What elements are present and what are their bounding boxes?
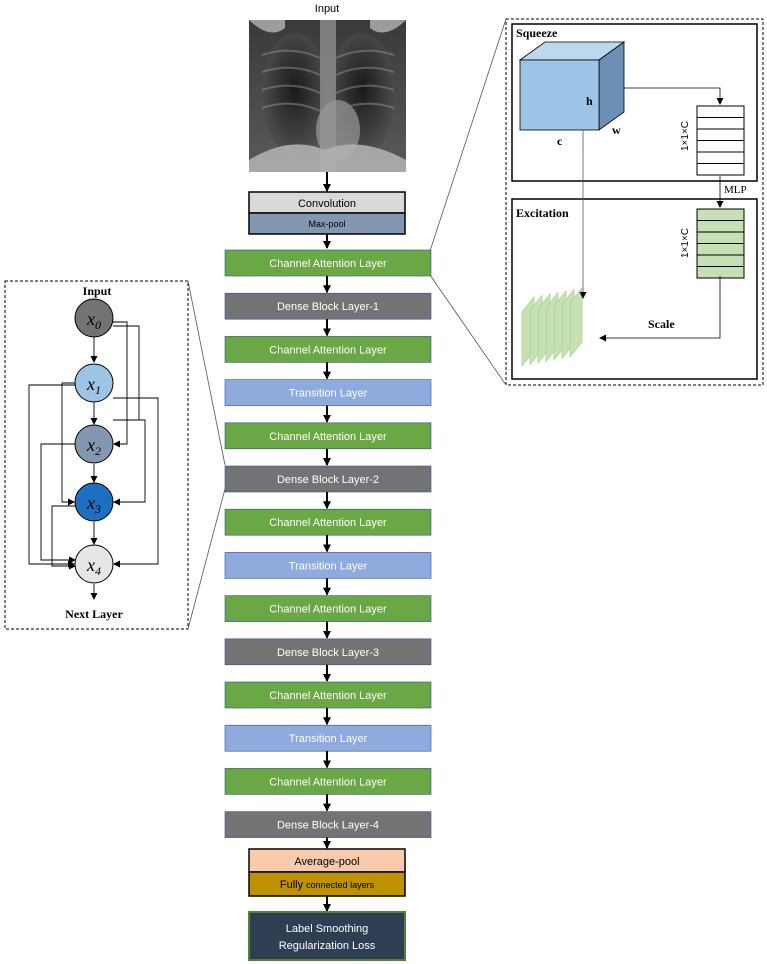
layer-label-6: Dense Block Layer-2 bbox=[277, 474, 379, 486]
input-label: Input bbox=[315, 3, 339, 15]
layer-label-11: Channel Attention Layer bbox=[269, 690, 387, 702]
layer-label-1: Channel Attention Layer bbox=[269, 258, 387, 270]
dense-node-x2: x2 bbox=[74, 424, 114, 464]
dense-input-label: Input bbox=[83, 284, 112, 298]
layer-label-7: Channel Attention Layer bbox=[269, 517, 387, 529]
layer-box-8 bbox=[224, 552, 432, 579]
scaled-feature-maps bbox=[521, 286, 583, 368]
squeeze-vector-cell-1 bbox=[696, 105, 745, 118]
layer-label-4: Transition Layer bbox=[289, 388, 368, 400]
dim-c: c bbox=[557, 134, 563, 148]
dense-detail-frame bbox=[4, 280, 189, 630]
dim-w: w bbox=[612, 123, 621, 137]
dense-zoom-line-top bbox=[187, 280, 226, 466]
attention-zoom-line-bottom bbox=[429, 274, 507, 386]
loss-label-line1: Label Smoothing bbox=[286, 923, 369, 935]
xray-image bbox=[249, 20, 406, 172]
dense-node-x3: x3 bbox=[74, 482, 114, 522]
convolution-label: Convolution bbox=[298, 198, 356, 210]
dim-h: h bbox=[586, 94, 593, 108]
excitation-frame bbox=[511, 198, 758, 380]
dense-connections bbox=[28, 321, 159, 600]
squeeze-vector-cell-3 bbox=[696, 128, 745, 141]
squeeze-vector-cell-4 bbox=[696, 140, 745, 153]
svg-text:x2: x2 bbox=[86, 435, 101, 458]
dense-node-x4: x4 bbox=[74, 544, 114, 584]
arrow-scale bbox=[599, 276, 721, 342]
layer-box-2 bbox=[224, 292, 432, 320]
layer-label-10: Dense Block Layer-3 bbox=[277, 647, 379, 659]
layer-label-12: Transition Layer bbox=[289, 733, 368, 745]
layer-box-9 bbox=[224, 595, 432, 622]
attention-zoom-line-top bbox=[429, 18, 507, 252]
layer-label-5: Channel Attention Layer bbox=[269, 431, 387, 443]
svg-text:x1: x1 bbox=[86, 374, 101, 397]
svg-text:x0: x0 bbox=[86, 309, 101, 332]
layer-box-6 bbox=[224, 465, 432, 493]
excitation-vector-cell-6 bbox=[696, 266, 745, 279]
dense-node-x1: x1 bbox=[74, 363, 114, 403]
squeeze-vector-cell-2 bbox=[696, 117, 745, 130]
mlp-label: MLP bbox=[724, 184, 747, 196]
layer-box-11 bbox=[224, 681, 432, 709]
layer-label-14: Dense Block Layer-4 bbox=[277, 820, 379, 832]
layer-label-13: Channel Attention Layer bbox=[269, 776, 387, 788]
excitation-vector-cell-5 bbox=[696, 254, 745, 267]
squeeze-vector bbox=[696, 105, 745, 176]
arrow-cube-to-vector bbox=[624, 87, 724, 105]
fc-label-small: connected layers bbox=[306, 880, 375, 890]
layer-label-8: Transition Layer bbox=[289, 560, 368, 572]
dense-next-label: Next Layer bbox=[65, 607, 123, 621]
vector-label-top: 1×1×C bbox=[680, 121, 691, 151]
dense-zoom-line-bottom bbox=[187, 488, 226, 630]
feature-map-slice-7 bbox=[569, 286, 583, 359]
excitation-vector-cell-4 bbox=[696, 243, 745, 256]
excitation-vector bbox=[696, 208, 745, 279]
loss-block: Label Smoothing Regularization Loss bbox=[248, 911, 406, 961]
squeeze-label: Squeeze bbox=[516, 26, 558, 40]
maxpool-label: Max-pool bbox=[308, 219, 345, 229]
layer-box-10 bbox=[224, 638, 432, 666]
layer-label-2: Dense Block Layer-1 bbox=[277, 301, 379, 313]
layer-box-12 bbox=[224, 724, 432, 752]
layer-box-14 bbox=[224, 811, 432, 838]
dense-node-x0: x0 bbox=[74, 298, 114, 338]
layer-box-13 bbox=[224, 768, 432, 795]
excitation-label: Excitation bbox=[516, 206, 569, 220]
feature-cube bbox=[518, 41, 626, 131]
layer-box-7 bbox=[224, 508, 432, 536]
svg-text:x3: x3 bbox=[86, 493, 101, 516]
attention-detail-frame bbox=[505, 18, 764, 386]
vector-label-bottom: 1×1×C bbox=[680, 228, 691, 258]
loss-label-line2: Regularization Loss bbox=[279, 940, 376, 952]
fc-label-big: Fully bbox=[280, 879, 304, 891]
layer-box-3 bbox=[224, 336, 432, 363]
squeeze-vector-cell-6 bbox=[696, 163, 745, 176]
excitation-vector-cell-2 bbox=[696, 220, 745, 233]
attention-detail: Squeeze h w c 1×1×C MLP Excitation 1×1×C… bbox=[429, 18, 764, 386]
scale-label: Scale bbox=[648, 317, 675, 331]
convolution-block: Convolution Max-pool bbox=[248, 191, 406, 235]
layer-box-5 bbox=[224, 422, 432, 450]
excitation-vector-cell-3 bbox=[696, 231, 745, 244]
squeeze-frame bbox=[511, 23, 758, 182]
avgpool-label: Average-pool bbox=[294, 856, 359, 868]
squeeze-vector-cell-5 bbox=[696, 151, 745, 164]
layer-label-9: Channel Attention Layer bbox=[269, 604, 387, 616]
excitation-vector-cell-1 bbox=[696, 208, 745, 221]
svg-text:x4: x4 bbox=[86, 555, 101, 578]
layer-label-3: Channel Attention Layer bbox=[269, 344, 387, 356]
dense-block-detail: Input Next Layer bbox=[4, 280, 226, 630]
